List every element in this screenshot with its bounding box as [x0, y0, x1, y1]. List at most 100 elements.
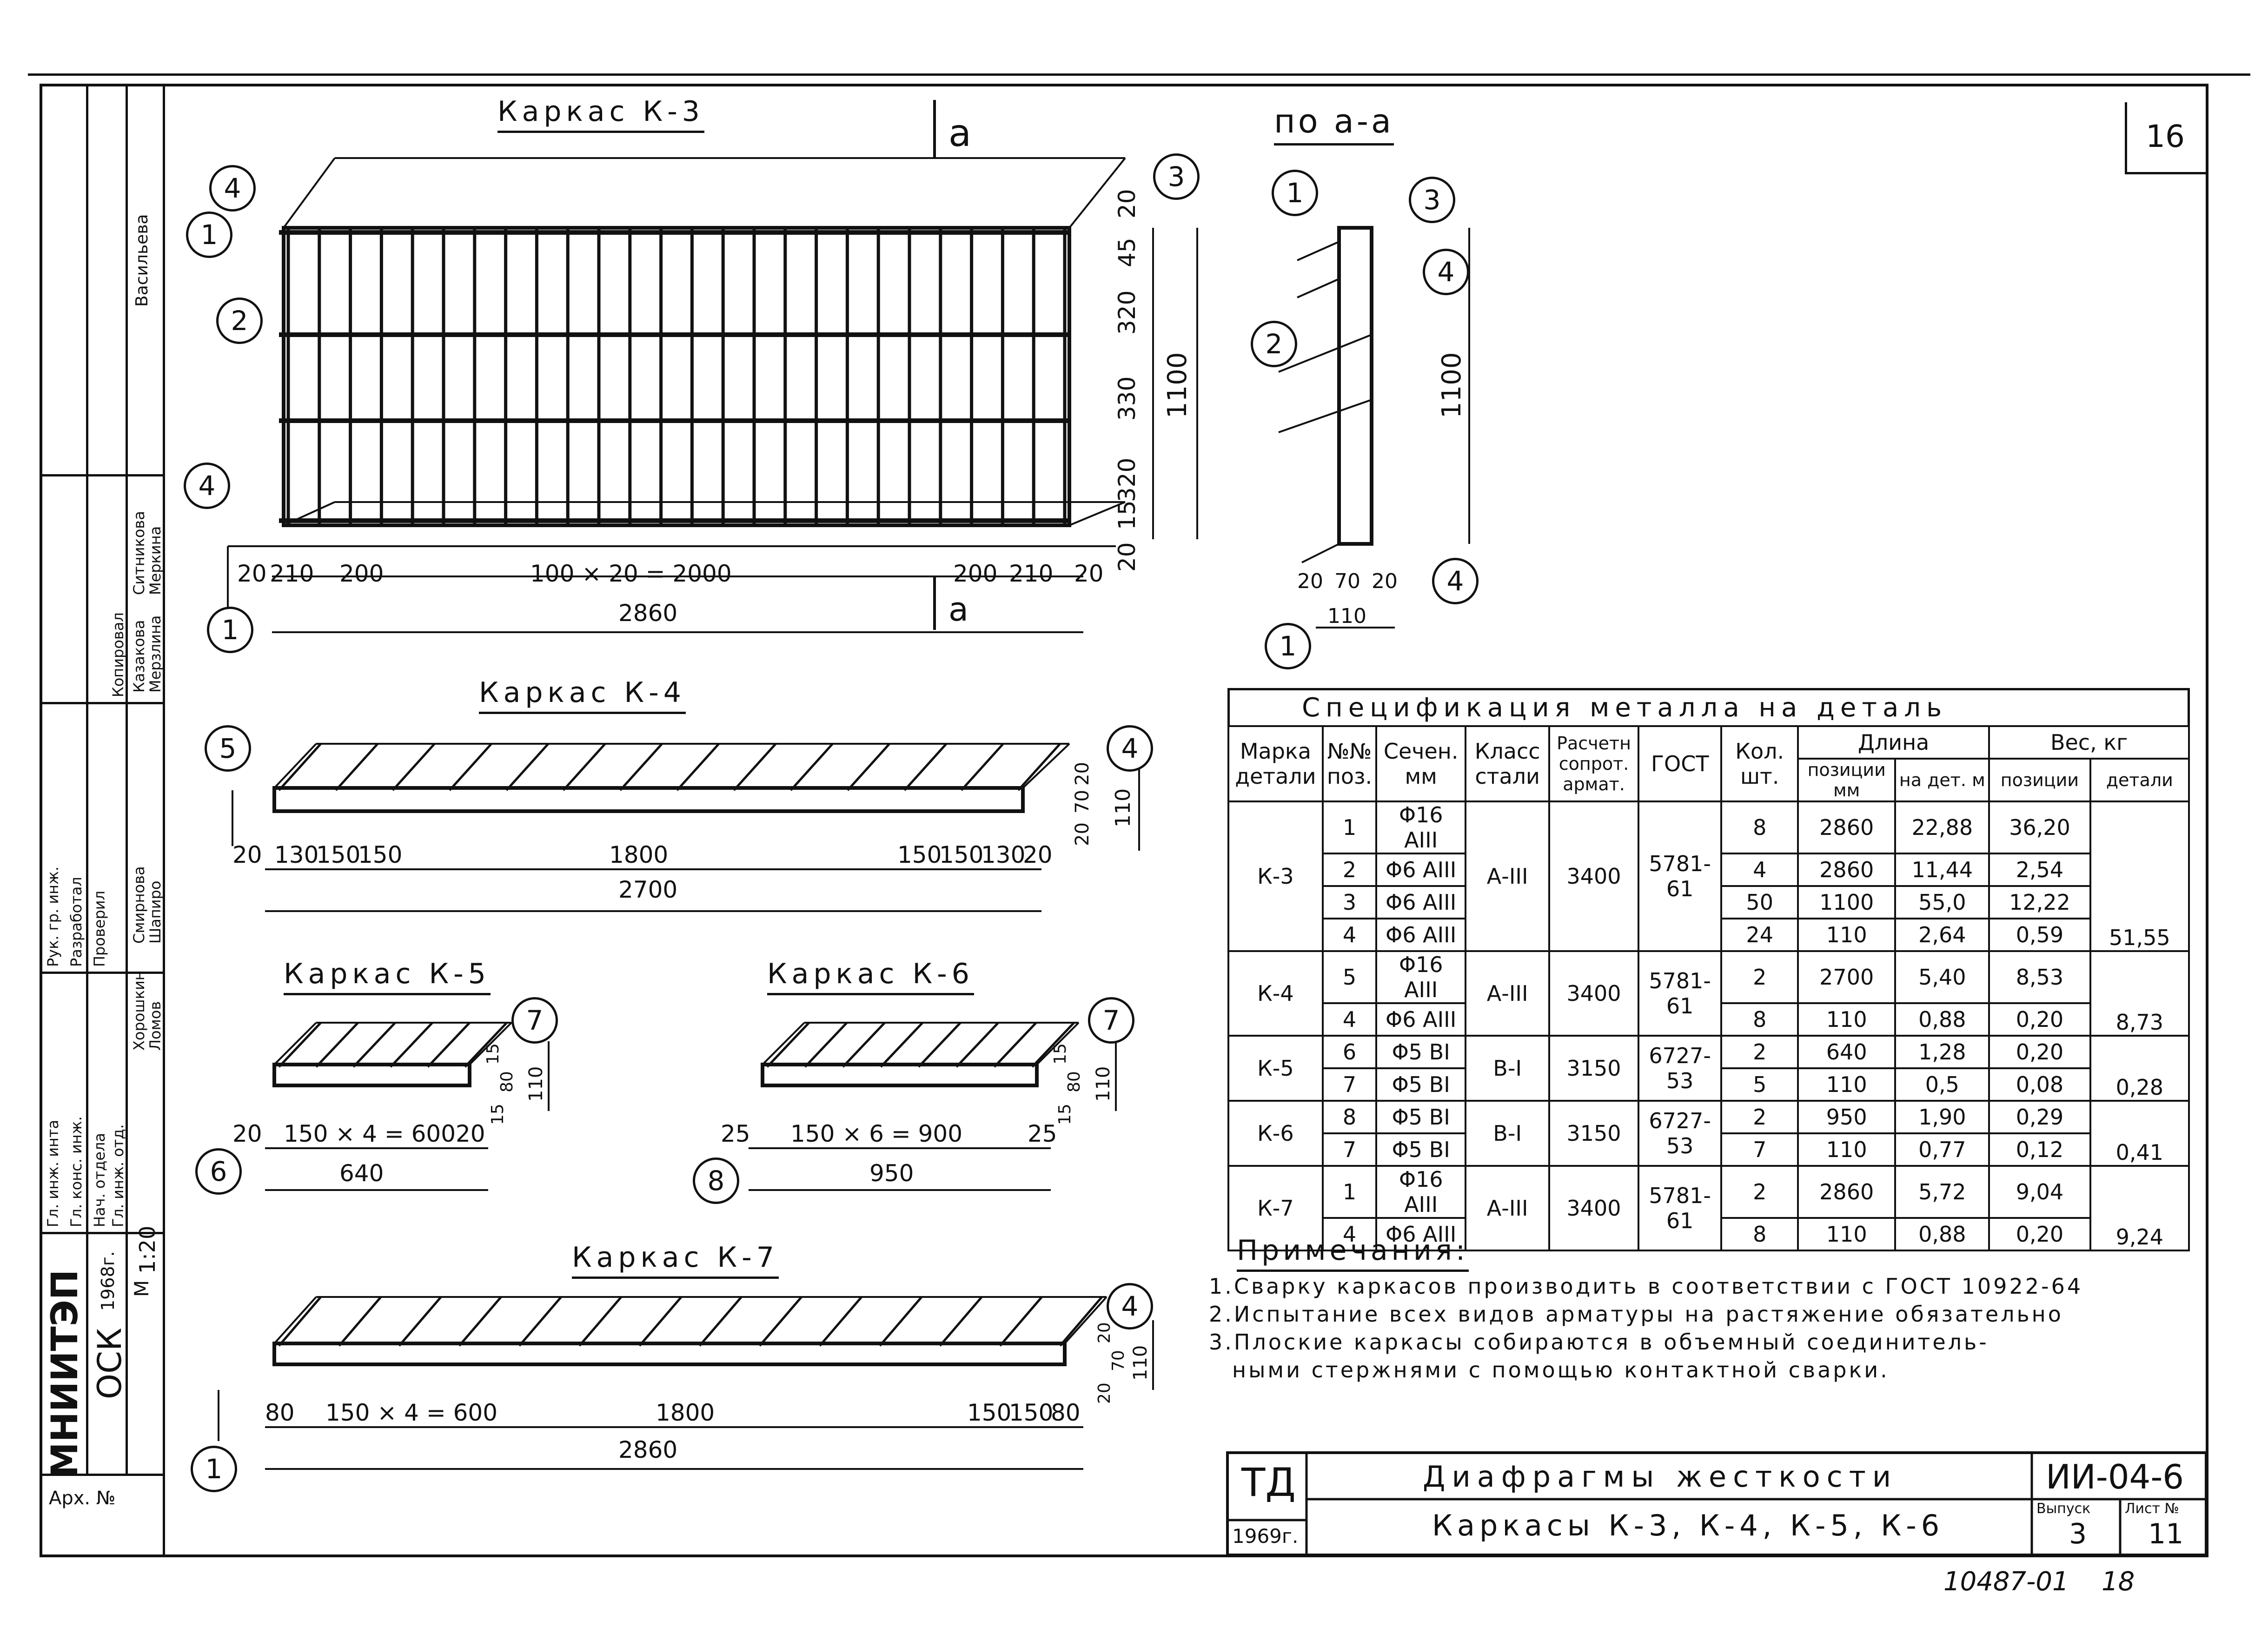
k6-title: Каркас К-6: [767, 958, 974, 995]
footer-page: 18: [2102, 1567, 2135, 1597]
k6-position-bubble: 8: [693, 1158, 739, 1204]
top-edge-line: [28, 73, 2250, 76]
stirrup-bar: [993, 1022, 1037, 1068]
k3-dim: 320: [1114, 457, 1141, 502]
spec-header-weight-det: детали: [2089, 758, 2190, 802]
note-item: ными стержнями с помощью контактной свар…: [1232, 1357, 1890, 1382]
section-position-bubble: 1: [1265, 623, 1311, 669]
k6-height: 110: [1093, 1066, 1114, 1102]
k4-title: Каркас К-4: [479, 676, 686, 714]
spec-cell: 110: [1797, 1067, 1897, 1102]
stirrup-bar: [879, 1296, 923, 1347]
spec-cell: 0,12: [1988, 1132, 2091, 1167]
k4-dim: 150: [316, 841, 361, 868]
spec-cell: Φ5 ВI: [1375, 1100, 1467, 1134]
stirrup-bar: [1031, 1022, 1075, 1068]
k3-position-bubble: 4: [209, 165, 256, 212]
k3-section-label: a: [948, 112, 972, 155]
spec-cell: 8: [1720, 800, 1799, 854]
k5-perspective-edge: [469, 1022, 512, 1065]
k4-dim: 20: [1023, 841, 1053, 868]
k4-dim: 20: [1072, 762, 1093, 786]
stirrup-bar: [698, 1296, 743, 1347]
spec-cell-total: 0,41: [2089, 1100, 2190, 1167]
spec-header-qty: Кол. шт.: [1720, 725, 1799, 802]
spec-cell: 0,88: [1894, 1217, 1990, 1251]
spec-cell: 0,20: [1988, 1217, 2091, 1251]
k5-length: 640: [339, 1160, 384, 1187]
stirrup-bar: [505, 743, 550, 791]
stamp-archive: Арх. №: [49, 1488, 116, 1509]
spec-cell: 0,29: [1988, 1100, 2091, 1134]
k7-title: Каркас К-7: [572, 1241, 779, 1279]
spec-cell: 2: [1720, 1100, 1799, 1134]
spec-cell: 5781-61: [1637, 950, 1723, 1037]
section-width: 110: [1327, 604, 1366, 628]
k7-dim: 80: [1051, 1399, 1081, 1426]
k3-height: 1100: [1162, 352, 1193, 418]
stirrup-bar: [819, 1296, 862, 1347]
spec-cell: 0,5: [1894, 1067, 1990, 1102]
stirrup-bar: [804, 1022, 848, 1068]
title-block-list-label: Лист №: [2125, 1501, 2179, 1517]
spec-header-length-pos: позиции мм: [1797, 758, 1897, 802]
stirrup-bar: [278, 743, 322, 791]
spec-cell: В-I: [1465, 1035, 1551, 1102]
k4-dim: 70: [1072, 790, 1093, 814]
stirrup-bar: [842, 1022, 886, 1068]
k7-dim: 150: [967, 1399, 1012, 1426]
k4-height: 110: [1111, 788, 1135, 827]
title-block-td: ТД: [1241, 1460, 1296, 1505]
stirrup-bar: [391, 743, 436, 791]
spec-cell: 0,08: [1988, 1067, 2091, 1102]
k6-length: 950: [869, 1160, 914, 1187]
spec-cell: 3400: [1548, 1165, 1639, 1251]
spec-cell: 0,77: [1894, 1132, 1990, 1167]
k5-dim: 20: [232, 1120, 262, 1147]
stirrup-bar: [999, 1296, 1043, 1347]
spec-cell: 5: [1720, 1067, 1799, 1102]
k7-length: 2860: [618, 1436, 678, 1463]
section-height: 1100: [1437, 352, 1467, 418]
spec-cell: 4: [1321, 1217, 1378, 1251]
spec-cell: В-I: [1465, 1100, 1551, 1167]
title-block-vypusk: 3: [2069, 1518, 2087, 1550]
k3-perspective-edge: [283, 501, 335, 526]
k4-dim: 150: [939, 841, 984, 868]
spec-cell: А-III: [1465, 950, 1551, 1037]
spec-cell: 0,59: [1988, 918, 2091, 952]
stirrup-bar: [338, 1296, 382, 1347]
k4-dim: 20: [232, 841, 262, 868]
spec-cell: 6: [1321, 1035, 1378, 1069]
stirrup-bar: [398, 1296, 442, 1347]
spec-cell: Φ16 АIII: [1375, 800, 1467, 854]
section-hatch: [1301, 543, 1340, 563]
k5-height: 110: [525, 1066, 547, 1102]
stirrup-bar: [638, 1296, 683, 1347]
spec-cell: Φ5 ВI: [1375, 1067, 1467, 1102]
spec-cell: 5781-61: [1637, 1165, 1723, 1251]
k3-dim: 45: [1114, 238, 1141, 267]
k5-dim: 80: [497, 1071, 517, 1092]
spec-cell: 3150: [1548, 1035, 1639, 1102]
section-dim: 70: [1334, 569, 1360, 593]
spec-cell-mark: К-5: [1227, 1035, 1324, 1102]
stirrup-bar: [758, 1296, 802, 1347]
k6-cage: [761, 1063, 1039, 1087]
k3-cage-outline: [282, 226, 1071, 527]
stirrup-bar: [1017, 743, 1061, 791]
k3-dim: 20: [1114, 542, 1141, 572]
k7-perspective-edge: [1064, 1296, 1107, 1344]
k4-dim: 20: [1072, 822, 1093, 846]
spec-cell: А-III: [1465, 800, 1551, 952]
spec-cell: 4: [1321, 1002, 1378, 1037]
k4-dim: 150: [897, 841, 942, 868]
k7-dim: 150 × 4 = 600: [325, 1399, 498, 1426]
spec-cell: 3: [1321, 885, 1378, 919]
k5-position-bubble: 6: [195, 1148, 242, 1195]
k3-section-label: a: [948, 590, 968, 628]
